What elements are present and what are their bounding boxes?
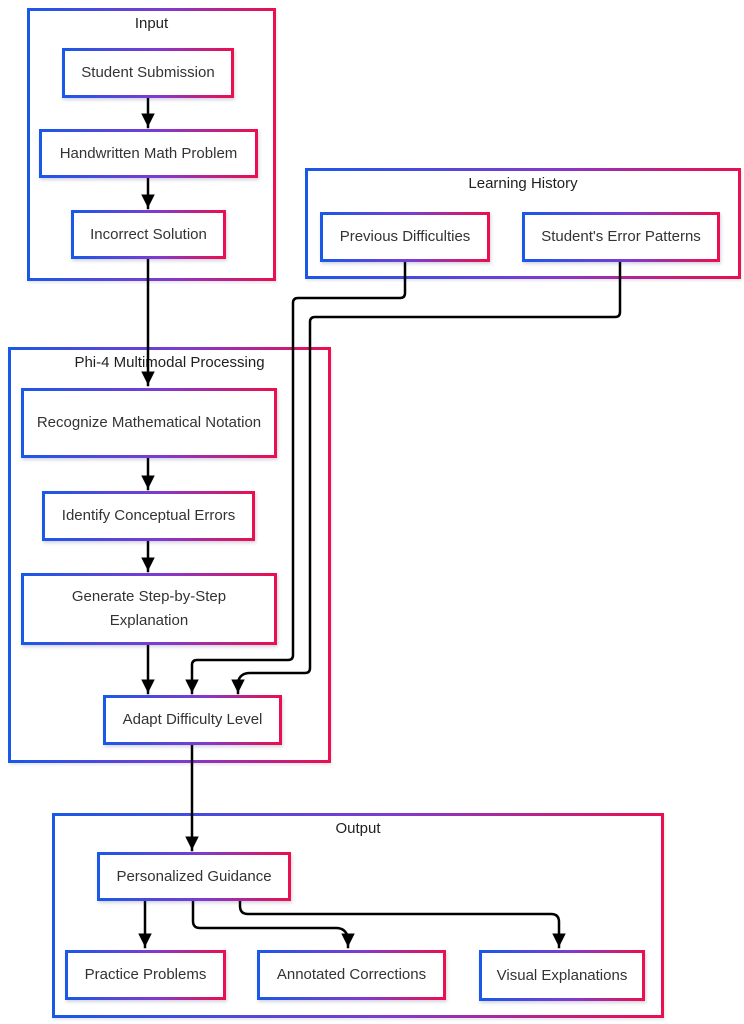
- node-student-submission: Student Submission: [62, 48, 234, 98]
- node-handwritten-math-problem: Handwritten Math Problem: [39, 129, 258, 178]
- node-students-error-patterns: Student's Error Patterns: [522, 212, 720, 262]
- node-adapt-difficulty-level: Adapt Difficulty Level: [103, 695, 282, 745]
- group-learning-history-label: Learning History: [468, 175, 578, 192]
- node-visual-explanations: Visual Explanations: [479, 950, 645, 1001]
- node-incorrect-solution: Incorrect Solution: [71, 210, 226, 259]
- node-generate-step-by-step-explanation: Generate Step-by-Step Explanation: [21, 573, 277, 645]
- group-input-label: Input: [134, 15, 169, 32]
- node-recognize-mathematical-notation: Recognize Mathematical Notation: [21, 388, 277, 458]
- group-phi4-label: Phi-4 Multimodal Processing: [74, 354, 265, 371]
- group-output-label: Output: [335, 820, 381, 837]
- node-practice-problems: Practice Problems: [65, 950, 226, 1000]
- node-personalized-guidance: Personalized Guidance: [97, 852, 291, 901]
- node-annotated-corrections: Annotated Corrections: [257, 950, 446, 1000]
- node-previous-difficulties: Previous Difficulties: [320, 212, 490, 262]
- node-identify-conceptual-errors: Identify Conceptual Errors: [42, 491, 255, 541]
